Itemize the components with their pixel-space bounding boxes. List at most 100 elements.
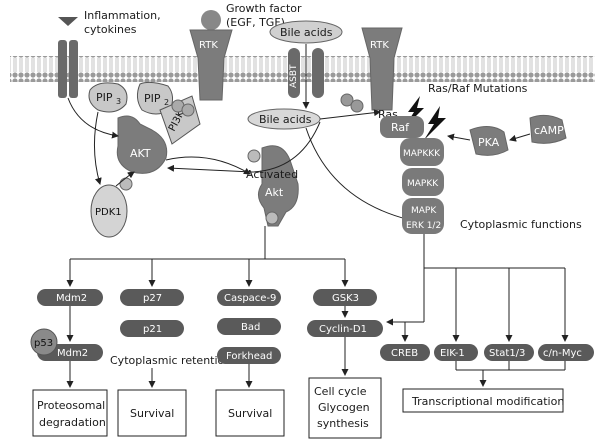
cell-membrane (10, 56, 595, 82)
raf-node (380, 116, 424, 138)
proteosomal-box (32, 389, 108, 437)
stat-label: Stat1/3 (489, 348, 525, 359)
cytokine-to-akt-arrow (67, 97, 119, 139)
p21-label: p21 (143, 324, 162, 335)
pip3-subscript: 3 (116, 97, 121, 106)
bile-acids-to-akt-arrow (167, 121, 321, 173)
bad-label: Bad (241, 322, 260, 333)
survival-a-box (117, 389, 187, 437)
cyclin-d1-pill (307, 320, 383, 337)
mapkkk-label: MAPKKK (403, 149, 441, 159)
lightning-bolt-icon-2 (424, 106, 446, 140)
bile-acids-to-cytoplasmic-arrow (305, 127, 411, 222)
ras-phosphate-2 (350, 99, 364, 113)
inflammation-label: Inflammation, (84, 9, 161, 22)
proteosomal-label-1: Proteosomal (37, 399, 105, 412)
cellcycle-label-3: synthesis (317, 417, 369, 430)
mapkk-label: MAPKK (407, 179, 439, 189)
activated-akt-label: Akt (265, 186, 284, 199)
rtk-left-receptor (189, 29, 233, 101)
cytoplasmic-retention-label: Cytoplasmic retention (110, 354, 231, 367)
bad-pill (217, 318, 281, 335)
pdk1-node (90, 184, 128, 238)
p27-pill (120, 289, 184, 306)
cytoplasmic-functions-label: Cytoplasmic functions (460, 218, 582, 231)
camp-label: cAMP (534, 124, 564, 137)
survival-b-box (215, 389, 285, 437)
gsk3-label: GSK3 (332, 293, 359, 304)
akt-phosphate-2 (265, 211, 279, 225)
rtk-left-label: RTK (199, 40, 218, 51)
survival-b-label: Survival (228, 407, 272, 420)
rtk-right-label: RTK (370, 40, 389, 51)
pka-to-raf-arrow (447, 133, 471, 141)
rtk-right-receptor (361, 27, 403, 111)
mapkkk-node (400, 138, 444, 166)
asbt-transporter-right (312, 48, 324, 98)
caspace9-pill (217, 289, 281, 306)
p53-label: p53 (34, 338, 53, 349)
mdm2-a-label: Mdm2 (56, 293, 87, 304)
myc-label: c/n-Myc (543, 348, 582, 359)
bile-acids-mid-label: Bile acids (259, 113, 312, 126)
creb-pill (380, 344, 430, 361)
growth-factor-ligand (201, 10, 221, 30)
mapk-label: MAPK (411, 206, 437, 216)
mdm2-a-pill (37, 289, 103, 306)
pdk1-to-akt-arrow (115, 171, 135, 187)
akt-phosphate-1 (247, 149, 261, 163)
bile-acids-top-label: Bile acids (280, 26, 333, 39)
mapk-node (402, 198, 444, 234)
camp-to-pka-arrow (509, 133, 531, 142)
caspace9-label: Caspace-9 (224, 293, 276, 304)
akt-label: AKT (130, 147, 151, 160)
raf-label: Raf (391, 121, 410, 134)
forkhead-label: Forkhead (226, 351, 272, 362)
forkhead-pill (217, 347, 281, 364)
pip3-to-pdk1-arrow (93, 111, 102, 185)
transcriptional-box (402, 388, 564, 413)
cytokine-receptor (58, 17, 78, 98)
bile-acids-to-ras-arrow (319, 109, 381, 120)
survival-a-label: Survival (130, 407, 174, 420)
cellcycle-label-2: Glycogen (318, 401, 370, 414)
eik1-pill (434, 344, 478, 361)
asbt-label: ASBT (289, 64, 299, 88)
bile-acids-top-node (269, 20, 343, 44)
pdk1-label: PDK1 (95, 207, 122, 218)
myc-pill (538, 344, 594, 361)
pip2-label: PIP (144, 92, 161, 105)
akt-node (116, 115, 168, 174)
cyclin-d1-label: Cyclin-D1 (319, 324, 367, 335)
transcriptional-label: Transcriptional modification (411, 395, 564, 408)
p53-node (30, 328, 58, 356)
pi3k-phosphate-2 (181, 103, 195, 117)
mdm2-b-label: Mdm2 (57, 348, 88, 359)
p27-label: p27 (143, 293, 162, 304)
pip2-subscript: 2 (164, 98, 169, 107)
pip3-label: PIP (96, 91, 113, 104)
activated-label: Activated (246, 168, 298, 181)
pka-label: PKA (478, 136, 500, 149)
erk-label: ERK 1/2 (406, 221, 441, 231)
ras-phosphate-1 (340, 93, 354, 107)
ras-raf-mutations-label: Ras/Raf Mutations (428, 82, 528, 95)
camp-node (529, 114, 567, 144)
activated-akt-node (258, 145, 299, 227)
mapkk-node (402, 168, 444, 196)
proteosomal-label-2: degradation (39, 416, 106, 429)
akt-to-activated-arrow (165, 156, 251, 175)
pka-node (469, 126, 509, 156)
pdk1-phosphate (119, 177, 133, 191)
cellcycle-label-1: Cell cycle (314, 385, 367, 398)
p21-pill (120, 320, 184, 337)
eik1-label: EIK-1 (440, 348, 465, 359)
growth-factor-label: Growth factor (226, 2, 302, 15)
stat-pill (484, 344, 534, 361)
growth-factor-sub-label: (EGF, TGF) (226, 16, 285, 29)
cytokines-label: cytokines (84, 23, 137, 36)
pip3-node (88, 82, 128, 113)
creb-label: CREB (391, 348, 418, 359)
